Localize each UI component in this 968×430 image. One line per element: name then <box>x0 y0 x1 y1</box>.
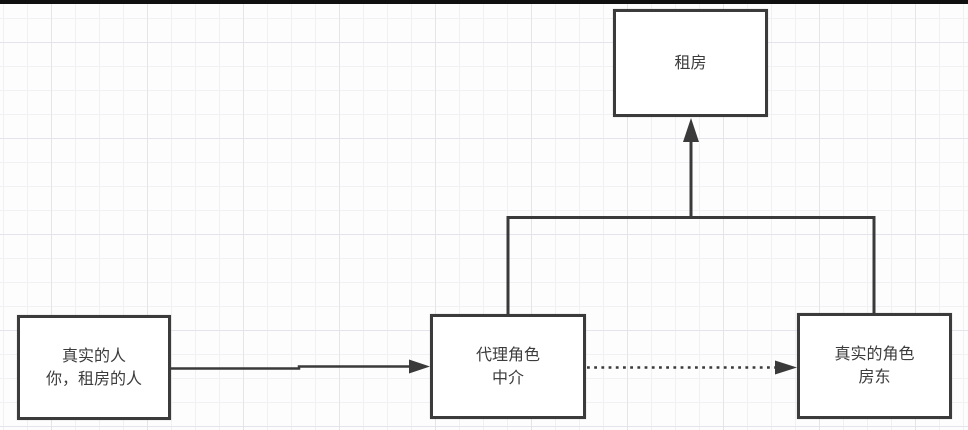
node-real-person: 真实的人 你，租房的人 <box>17 315 171 420</box>
node-label-line: 租房 <box>674 54 707 72</box>
arrowhead-right-icon <box>409 359 430 374</box>
node-label-line: 真实的人 <box>61 347 126 365</box>
node-real-role: 真实的角色 房东 <box>797 313 952 419</box>
node-rent: 租房 <box>613 9 768 117</box>
node-proxy: 代理角色 中介 <box>430 314 586 419</box>
arrowhead-right-icon <box>775 360 797 375</box>
edge-proxy-to-real-role <box>587 360 797 375</box>
node-label-line: 代理角色 <box>475 346 540 364</box>
node-label-line: 你，租房的人 <box>45 370 142 388</box>
edge-real-person-to-proxy <box>171 359 430 374</box>
window-top-edge-bar <box>0 0 968 4</box>
node-label-line: 真实的角色 <box>834 346 915 363</box>
edge-proxy-and-real-role-to-rent <box>506 118 876 314</box>
node-label-line: 房东 <box>858 369 891 386</box>
node-label-line: 中介 <box>491 369 524 387</box>
arrowhead-up-icon <box>683 118 699 142</box>
